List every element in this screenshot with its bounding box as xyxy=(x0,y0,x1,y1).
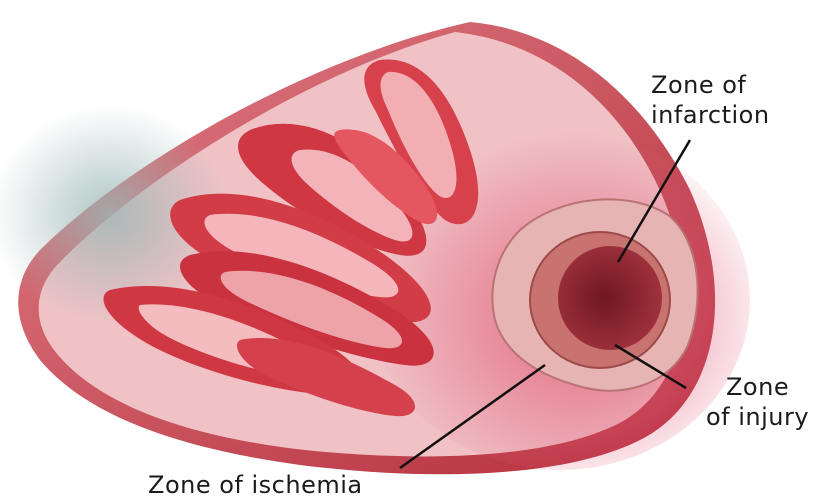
label-infarction-line-2: infarction xyxy=(651,100,770,130)
zone-of-infarction-region xyxy=(558,246,662,350)
label-infarction-line-1: Zone of xyxy=(651,70,770,100)
label-zone-of-ischemia: Zone of ischemia xyxy=(148,470,363,500)
label-zone-of-injury: Zone of injury xyxy=(706,372,809,432)
label-zone-of-infarction: Zone of infarction xyxy=(651,70,770,130)
label-injury-line-1: Zone xyxy=(706,372,809,402)
label-injury-line-2: of injury xyxy=(706,402,809,432)
